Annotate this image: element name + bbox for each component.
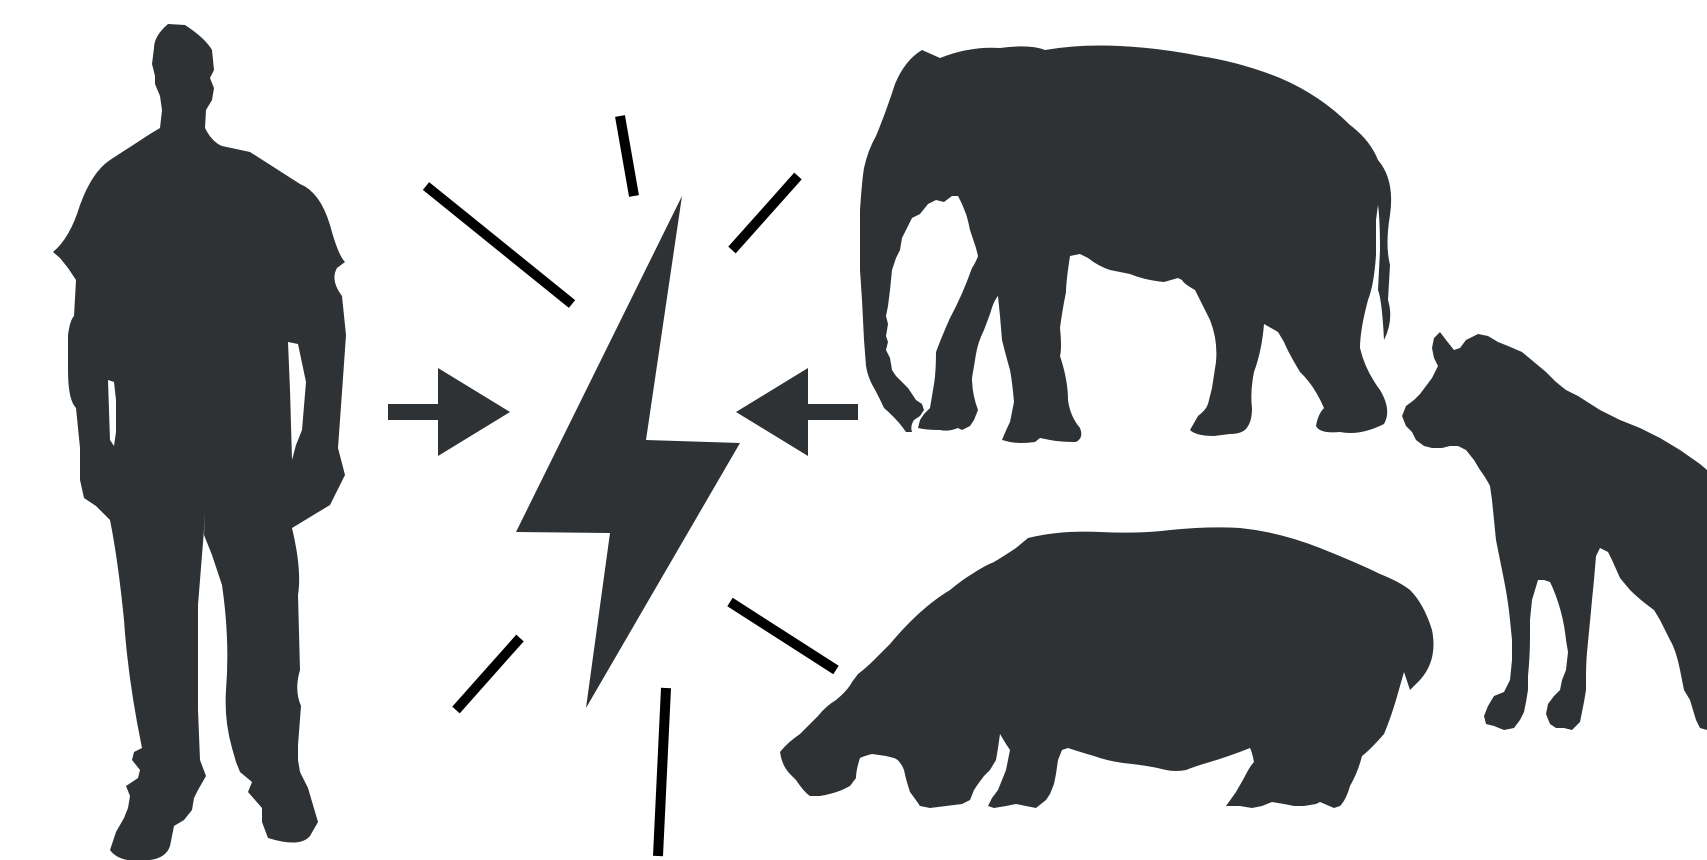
person-icon <box>53 24 346 860</box>
hyena-icon <box>1402 332 1707 730</box>
arrow-right-icon <box>388 368 510 456</box>
elephant-icon <box>860 45 1392 443</box>
burst-lines <box>422 115 839 857</box>
burst-line-4 <box>727 597 839 675</box>
burst-line-6 <box>653 687 671 857</box>
burst-line-1 <box>615 115 639 197</box>
hippo-icon <box>780 527 1434 808</box>
burst-line-2 <box>422 182 576 308</box>
arrow-left-icon <box>736 368 858 456</box>
lightning-bolt-icon <box>516 196 740 708</box>
burst-line-5 <box>452 634 524 714</box>
burst-line-3 <box>728 172 802 254</box>
